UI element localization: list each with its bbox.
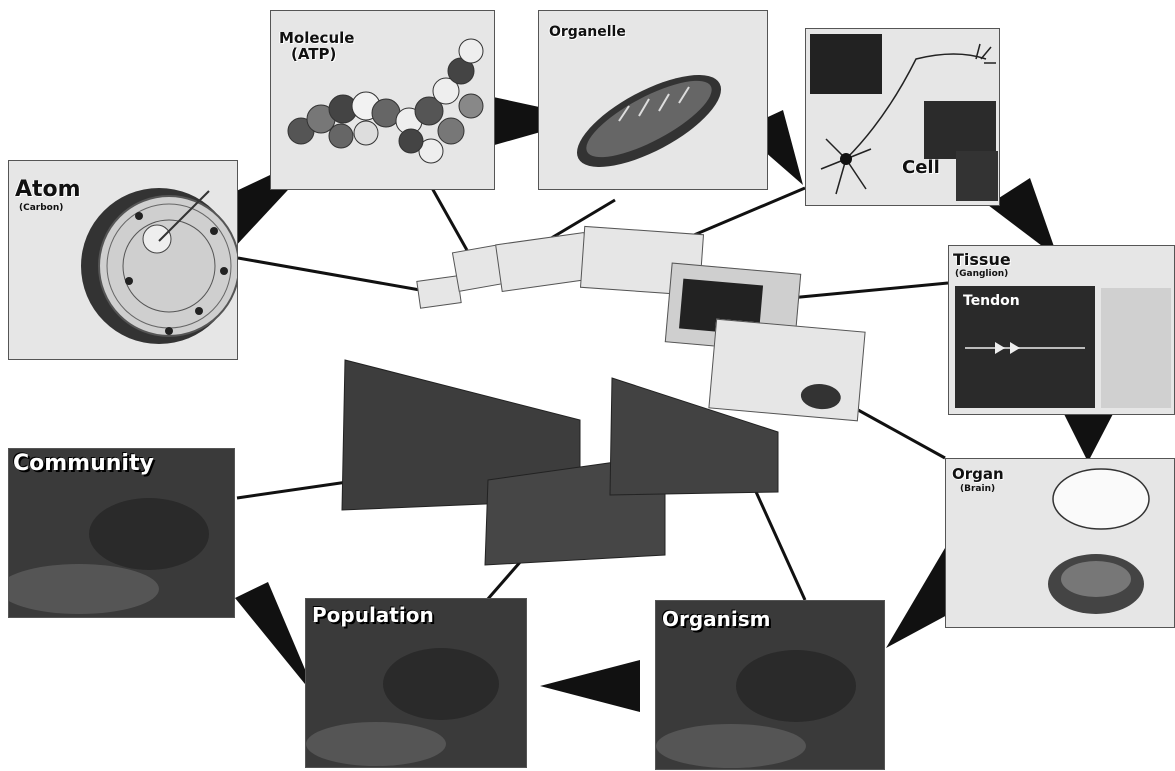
organism-label: Organism	[662, 609, 771, 629]
thumb-organism	[610, 378, 778, 495]
organism-panel: Organism	[655, 600, 885, 770]
community-panel: Community	[8, 448, 235, 618]
population-panel: Population	[305, 598, 527, 768]
community-label: Community	[13, 453, 154, 475]
population-label: Population	[312, 605, 434, 625]
